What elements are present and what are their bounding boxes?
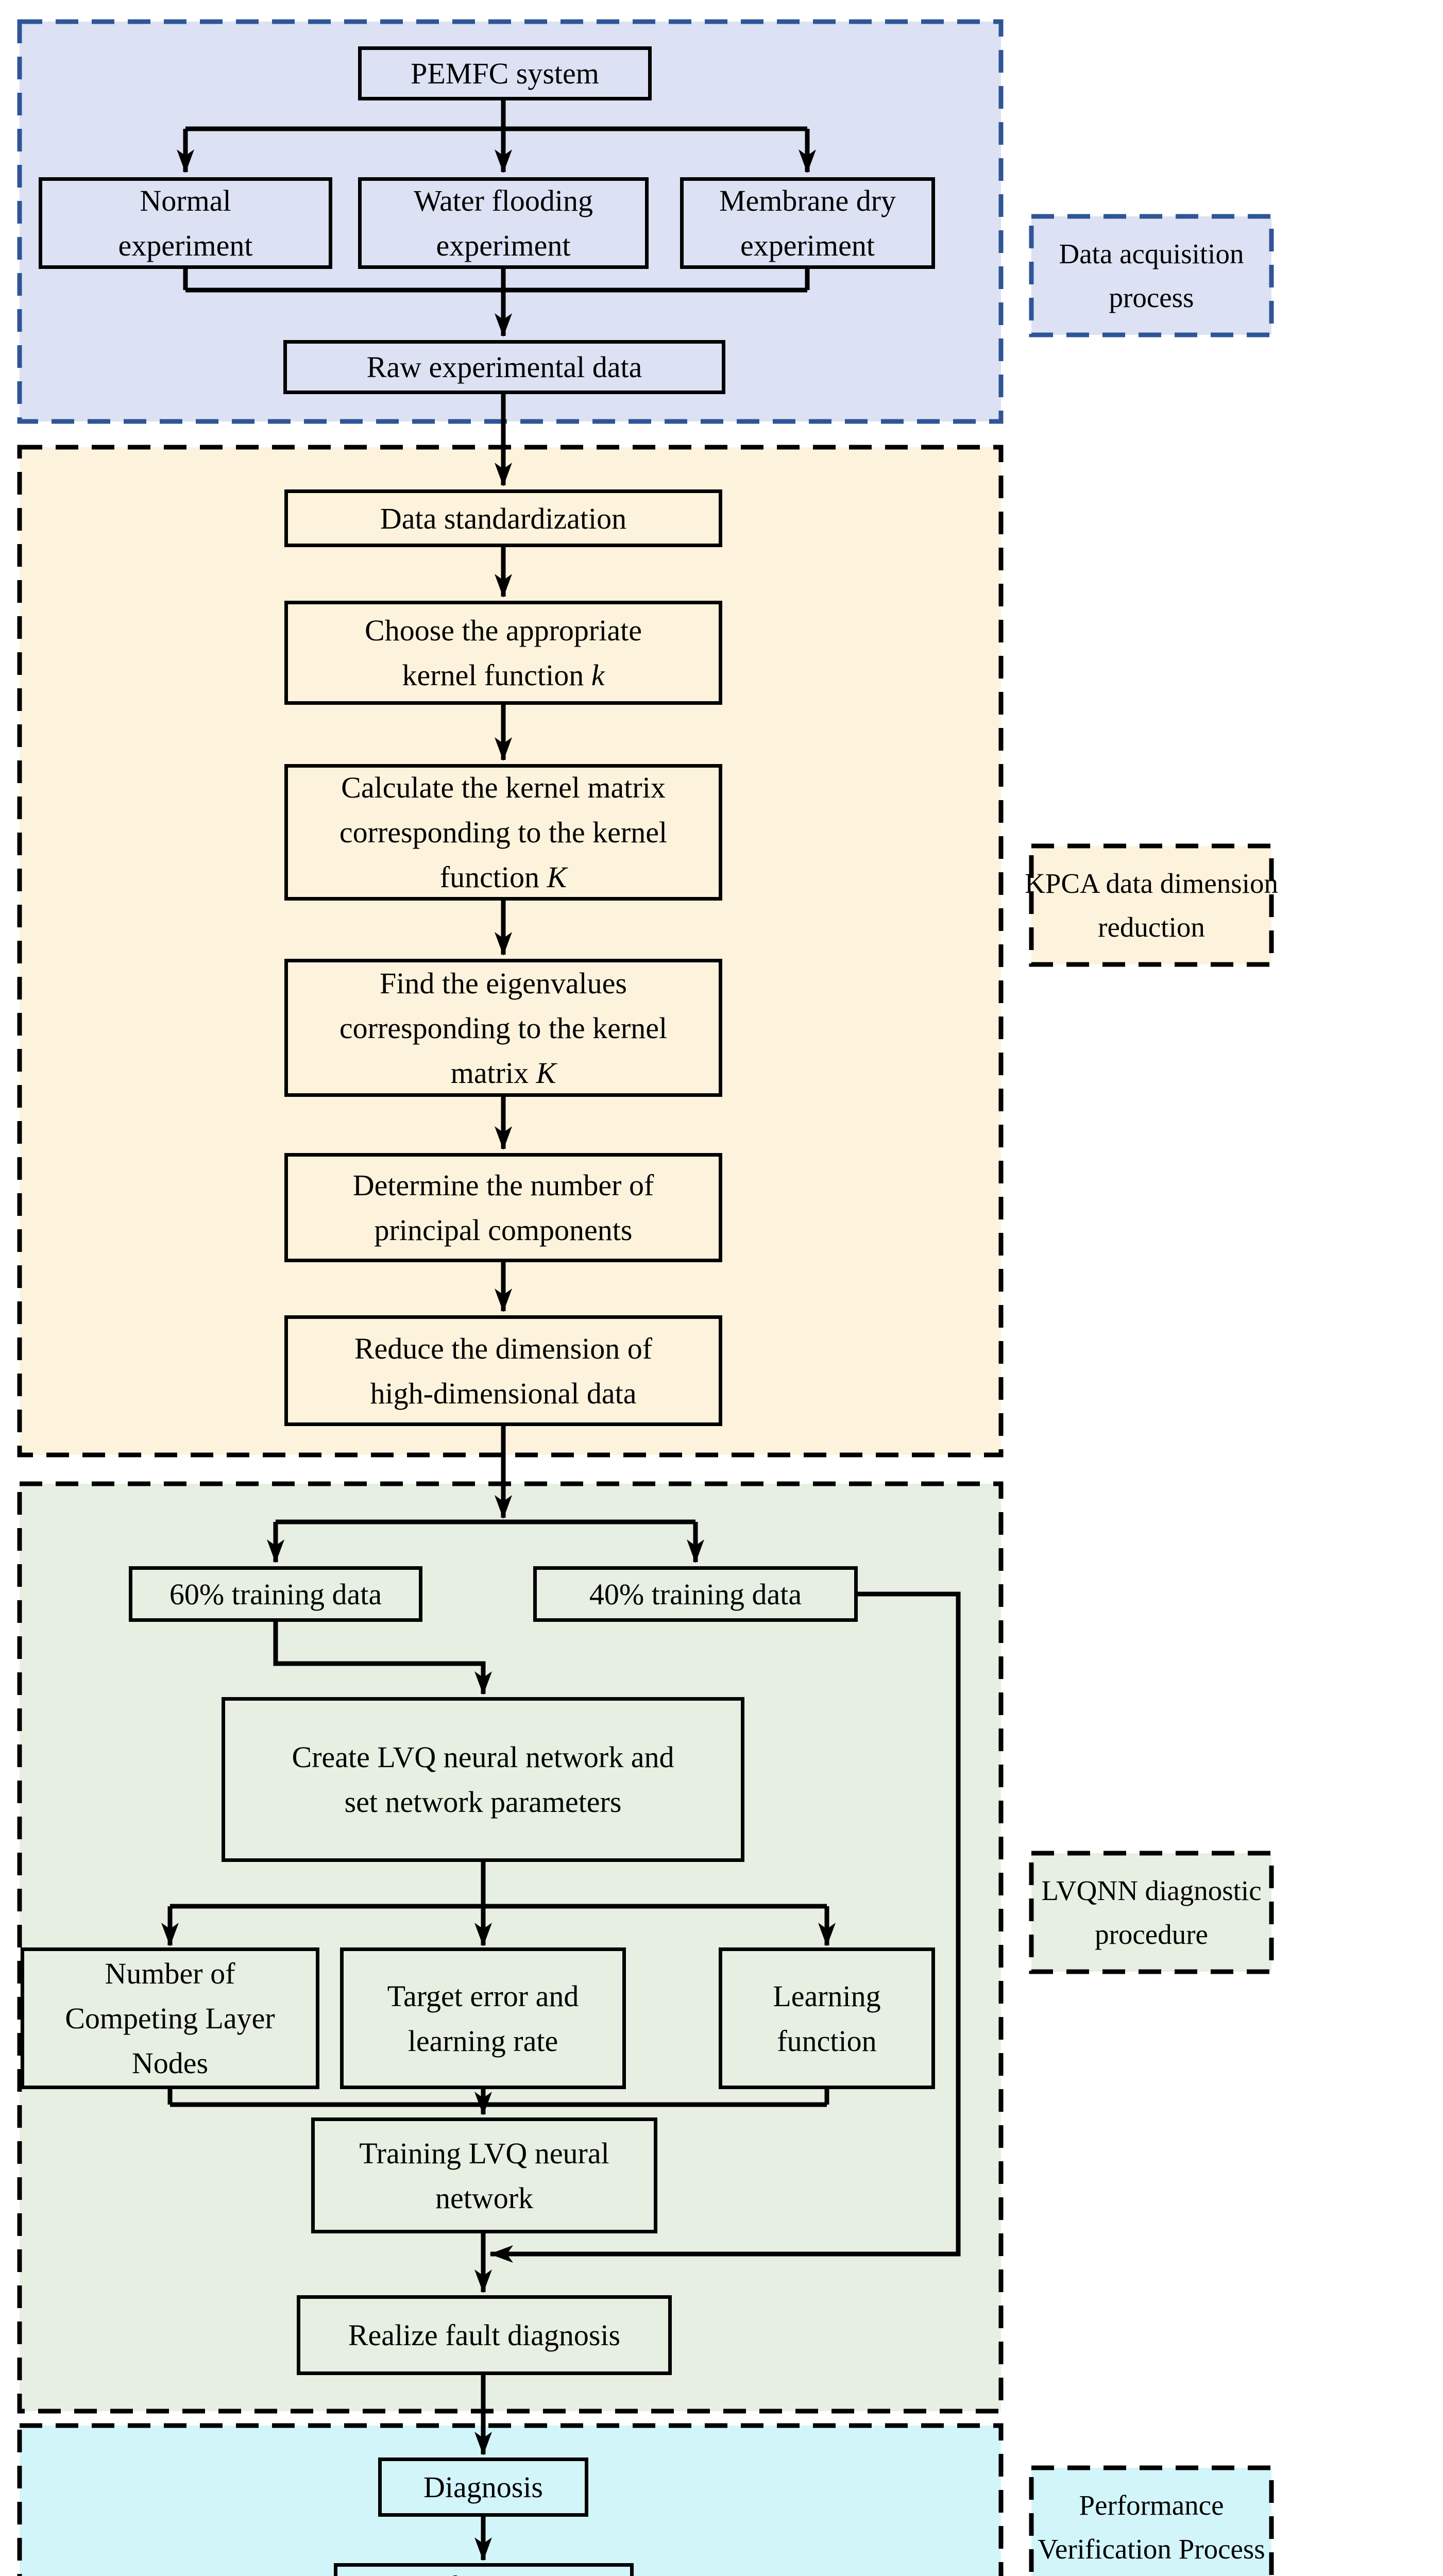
node-calculate-kernel-matrix: Calculate the kernel matrix correspondin… [284,764,722,901]
arrow-40-feedback [489,1591,961,2263]
node-label: Realize fault diagnosis [348,2318,621,2352]
math-var-K: K [547,860,567,894]
node-normal-experiment: Normal experiment [39,177,332,269]
node-reduce-dimension: Reduce the dimension of high-dimensional… [284,1315,722,1426]
legend-rect-lvqnn [1029,1851,1274,1974]
node-create-lvq-network: Create LVQ neural network and set networ… [222,1697,744,1862]
legend-label-lvqnn: LVQNN diagnostic procedure [1031,1853,1271,1972]
legend-rect-kpca [1029,843,1274,967]
legend-rect-verification [1029,2465,1274,2576]
node-label: Training LVQ neural network [359,2136,609,2215]
node-training-data-60: 60% training data [129,1566,422,1622]
legend-label-data-acquisition: Data acquisition process [1031,216,1271,335]
node-label: Raw experimental data [366,350,642,384]
node-training-data-40: 40% training data [533,1566,858,1622]
node-label: Number of Competing Layer Nodes [65,1957,275,2080]
legend-rect-data-acquisition [1029,214,1274,337]
connectors [161,100,961,2561]
node-label: Reduce the dimension of high-dimensional… [354,1331,653,1410]
node-learning-function: Learning function [719,1947,935,2089]
node-realize-fault-diagnosis: Realize fault diagnosis [297,2295,672,2375]
node-label: Membrane dry experiment [719,184,896,262]
node-performance-evaluation: Performance evaluation [334,2563,634,2576]
math-var-K: K [536,1056,556,1090]
node-raw-experimental-data: Raw experimental data [283,340,725,394]
node-label: Find the eigenvalues corresponding to th… [339,966,668,1090]
node-label: Diagnosis [423,2470,543,2504]
node-label: Determine the number of principal compon… [352,1168,654,1247]
legend-text: Data acquisition process [1059,238,1244,313]
node-label: Normal experiment [118,184,253,262]
node-label: Calculate the kernel matrix correspondin… [339,771,668,894]
legend-text: Performance Verification Process [1038,2489,1265,2565]
legend-text: LVQNN diagnostic procedure [1041,1874,1262,1950]
node-label: 60% training data [169,1577,382,1611]
arrow-60-to-create [273,1622,492,1695]
section-kpca [17,445,1004,1458]
legend-label-verification: Performance Verification Process [1031,2468,1271,2576]
node-diagnosis: Diagnosis [378,2458,588,2517]
legend-label-kpca: KPCA data dimension reduction [1025,846,1278,964]
node-choose-kernel-function: Choose the appropriate kernel function k [284,601,722,705]
node-label: Create LVQ neural network and set networ… [292,1740,674,1819]
node-label: Water flooding experiment [413,184,593,262]
node-membrane-dry-experiment: Membrane dry experiment [680,177,935,269]
node-competing-layer-nodes: Number of Competing Layer Nodes [21,1947,319,2089]
node-target-error-learning-rate: Target error and learning rate [340,1947,626,2089]
node-label: Target error and learning rate [387,1979,579,2058]
node-determine-principal-components: Determine the number of principal compon… [284,1153,722,1262]
node-label: Learning function [773,1979,881,2058]
legend-text: KPCA data dimension reduction [1025,867,1278,943]
node-data-standardization: Data standardization [284,489,722,547]
node-water-flooding-experiment: Water flooding experiment [358,177,649,269]
node-training-lvq-network: Training LVQ neural network [311,2117,657,2233]
node-label: Data standardization [380,501,627,535]
node-pemfc-system: PEMFC system [358,46,652,100]
node-label: 40% training data [589,1577,802,1611]
math-var-k: k [591,658,605,692]
node-label: Choose the appropriate kernel function k [365,614,642,692]
node-find-eigenvalues: Find the eigenvalues corresponding to th… [284,959,722,1097]
node-label: Performance evaluation [408,2564,560,2576]
node-label: PEMFC system [411,57,599,90]
